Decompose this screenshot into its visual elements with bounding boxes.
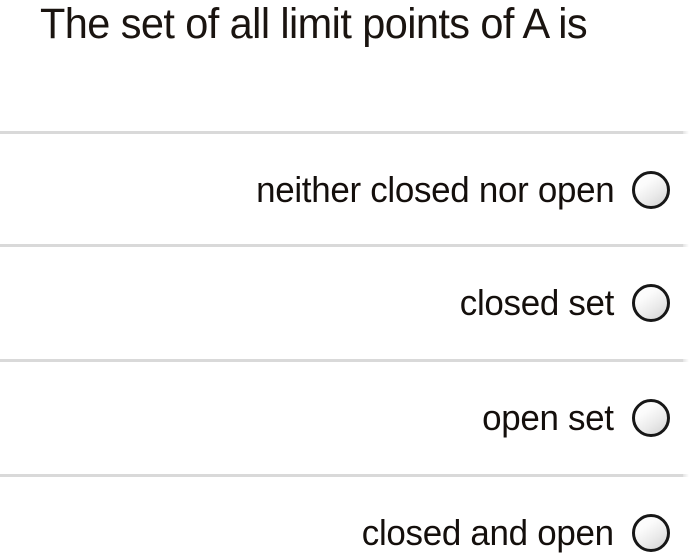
- radio-unselected-icon[interactable]: [632, 514, 670, 552]
- option-label: neither closed nor open: [255, 169, 615, 210]
- radio-unselected-icon[interactable]: [632, 171, 670, 209]
- option-divider: [0, 474, 689, 477]
- radio-unselected-icon[interactable]: [632, 284, 670, 322]
- option-row[interactable]: closed and open: [0, 477, 689, 554]
- option-label: closed set: [459, 282, 615, 323]
- option-row[interactable]: closed set: [0, 247, 689, 359]
- question-block: The set of all limit points of A is: [0, 0, 689, 131]
- option-divider: [0, 244, 689, 247]
- option-row[interactable]: neither closed nor open: [0, 134, 689, 246]
- radio-unselected-icon[interactable]: [632, 399, 670, 437]
- option-divider: [0, 131, 689, 134]
- option-divider: [0, 359, 689, 362]
- option-label: open set: [482, 397, 614, 438]
- question-text: The set of all limit points of A is: [40, 0, 588, 48]
- option-row[interactable]: open set: [0, 362, 689, 474]
- option-label: closed and open: [362, 512, 614, 553]
